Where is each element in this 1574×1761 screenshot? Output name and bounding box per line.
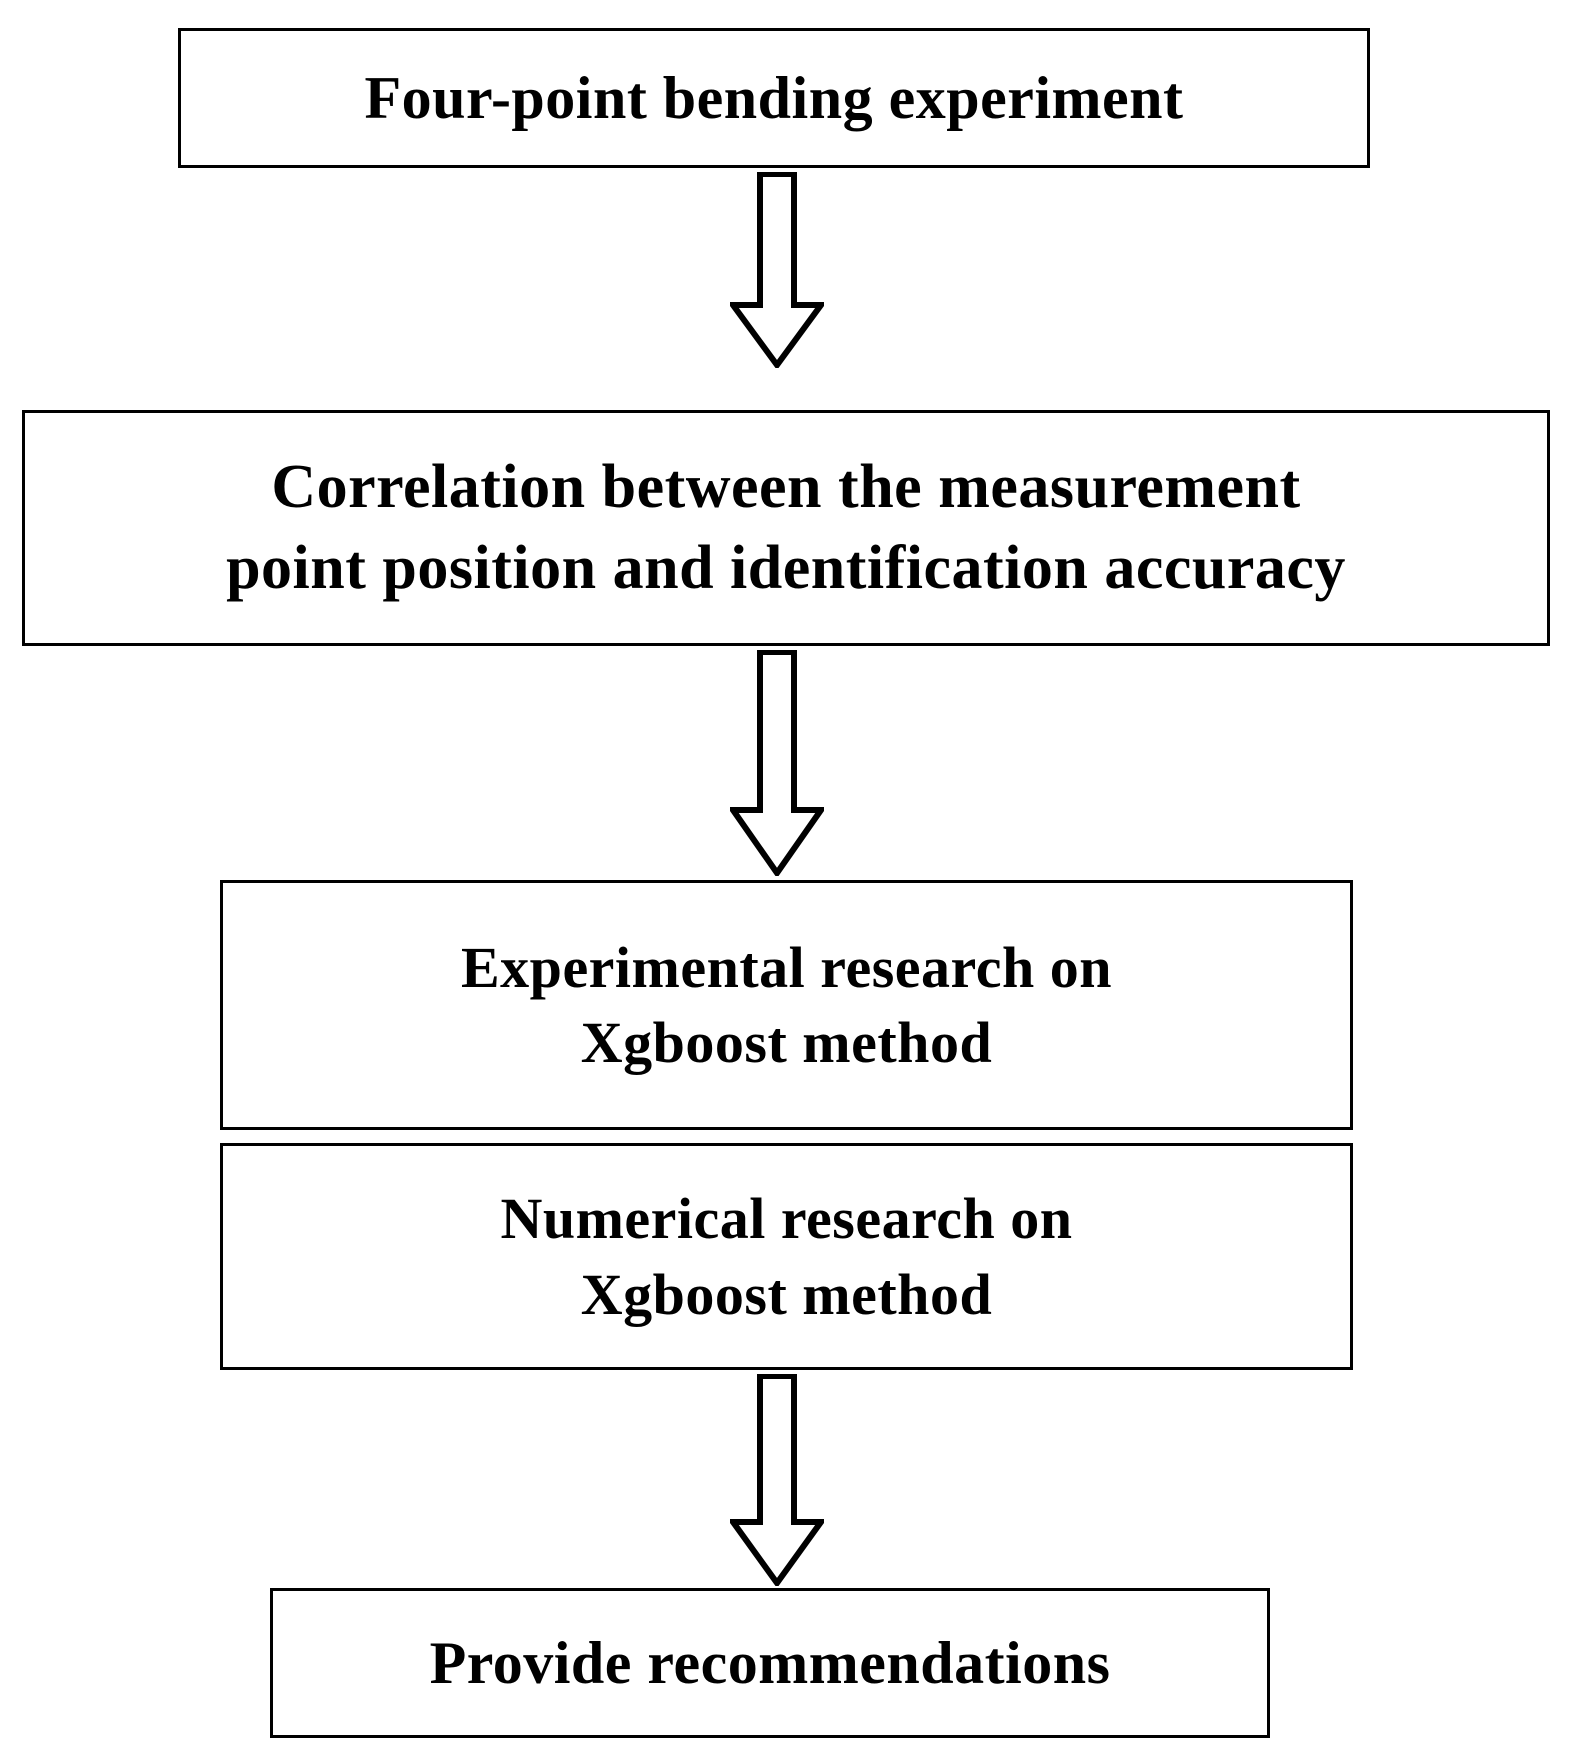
flow-node-numerical-research-xgboost[interactable]: Numerical research on Xgboost method xyxy=(220,1143,1353,1370)
flow-node-provide-recommendations[interactable]: Provide recommendations xyxy=(270,1588,1270,1738)
flow-node-label: Four-point bending experiment xyxy=(364,65,1184,131)
flow-node-label: Experimental research on Xgboost method xyxy=(461,934,1112,1075)
flow-node-experimental-research-xgboost[interactable]: Experimental research on Xgboost method xyxy=(220,880,1353,1130)
down-block-arrow-icon xyxy=(730,172,824,368)
down-block-arrow-icon xyxy=(730,1374,824,1586)
flow-node-correlation-measurement-accuracy[interactable]: Correlation between the measurement poin… xyxy=(22,410,1550,646)
flow-node-label: Provide recommendations xyxy=(429,1630,1111,1696)
down-block-arrow-icon xyxy=(730,650,824,876)
flow-node-label: Correlation between the measurement poin… xyxy=(226,453,1346,602)
flow-node-label: Numerical research on Xgboost method xyxy=(500,1186,1073,1327)
flow-node-four-point-bending-experiment[interactable]: Four-point bending experiment xyxy=(178,28,1370,168)
